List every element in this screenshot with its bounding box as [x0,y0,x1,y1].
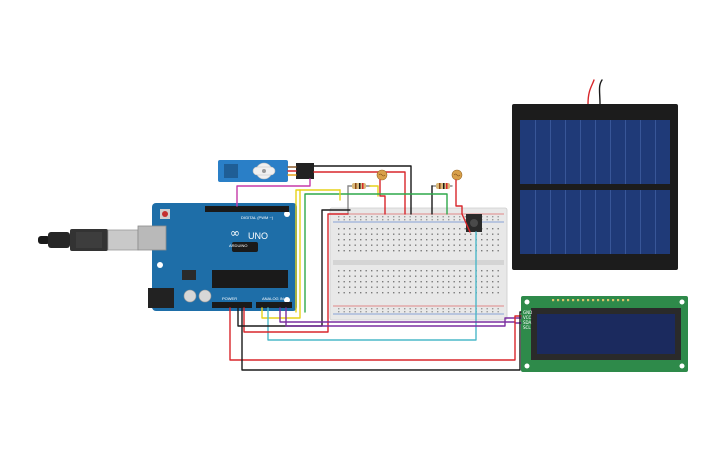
servo-connector [296,163,314,179]
lcd-pin-gnd: GND [523,310,532,315]
arduino-logo-icon: ∞ [230,226,240,240]
lcd-pin-vcc: VCC [523,315,532,320]
lcd-pin-sda: SDA [523,320,532,325]
board-5v-wire [243,213,349,333]
lcd-vcc-wire [229,307,522,361]
servo-vcc-wire [313,171,406,215]
dc-jack [148,288,174,308]
resistor-icon [347,183,371,189]
servo-gnd-wire [313,165,412,215]
usb-jack [137,225,167,251]
lcd-sda-wire [285,307,522,327]
lcd-screen [537,314,675,354]
yellow-signal-wire [261,189,301,319]
arduino-uno-board: ∞ ARDUINO UNO DIGITAL (PWM ~) POWER ANAL… [137,203,297,311]
photoresistor-icon [376,169,388,181]
atmega-chip [212,270,288,288]
wires [229,165,522,371]
digital-header [205,206,289,212]
solar-panel-icon [512,79,678,270]
power-label: POWER [222,296,237,301]
resistor-icon [431,183,453,189]
green-signal-wire [304,193,448,313]
servo-motor-icon [218,160,314,182]
model-label: UNO [248,231,268,241]
power-header [212,302,252,308]
photoresistor-icon [451,169,463,181]
cyan-signal-wire [267,231,477,341]
analog-header [256,302,292,308]
servo-signal-wire [236,178,311,207]
brand-label: ARDUINO [229,243,247,248]
digital-label: DIGITAL (PWM ~) [241,215,274,220]
usb-cable-icon [38,229,139,251]
lcd-pin-scl: SCL [523,325,531,330]
lcd-gnd-wire [241,307,522,371]
lcd-display-icon: GND VCC SDA SCL [521,296,688,372]
analog-label: ANALOG IN [262,296,284,301]
